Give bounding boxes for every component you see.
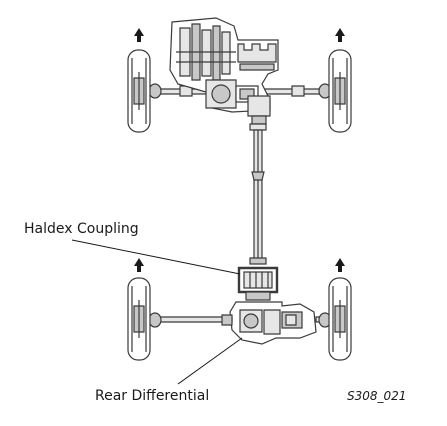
rear-left-arrow-icon <box>134 258 144 272</box>
figure-reference: S308_021 <box>347 389 407 403</box>
front-right-wheel <box>329 50 351 132</box>
haldex-coupling-label: Haldex Coupling <box>24 221 139 237</box>
rear-differential-label: Rear Differential <box>95 388 210 404</box>
rear-right-wheel <box>329 278 351 360</box>
rear-left-wheel <box>128 278 150 360</box>
rear-differential <box>230 302 316 344</box>
front-right-arrow-icon <box>335 28 345 42</box>
gearbox-assembly <box>170 18 278 124</box>
rear-differential-leader-line <box>178 338 242 384</box>
haldex-leader-line <box>72 240 240 274</box>
haldex-coupling <box>239 268 277 300</box>
front-left-arrow-icon <box>134 28 144 42</box>
front-left-wheel <box>128 50 150 132</box>
rear-right-arrow-icon <box>335 258 345 272</box>
propeller-shaft <box>250 124 266 264</box>
